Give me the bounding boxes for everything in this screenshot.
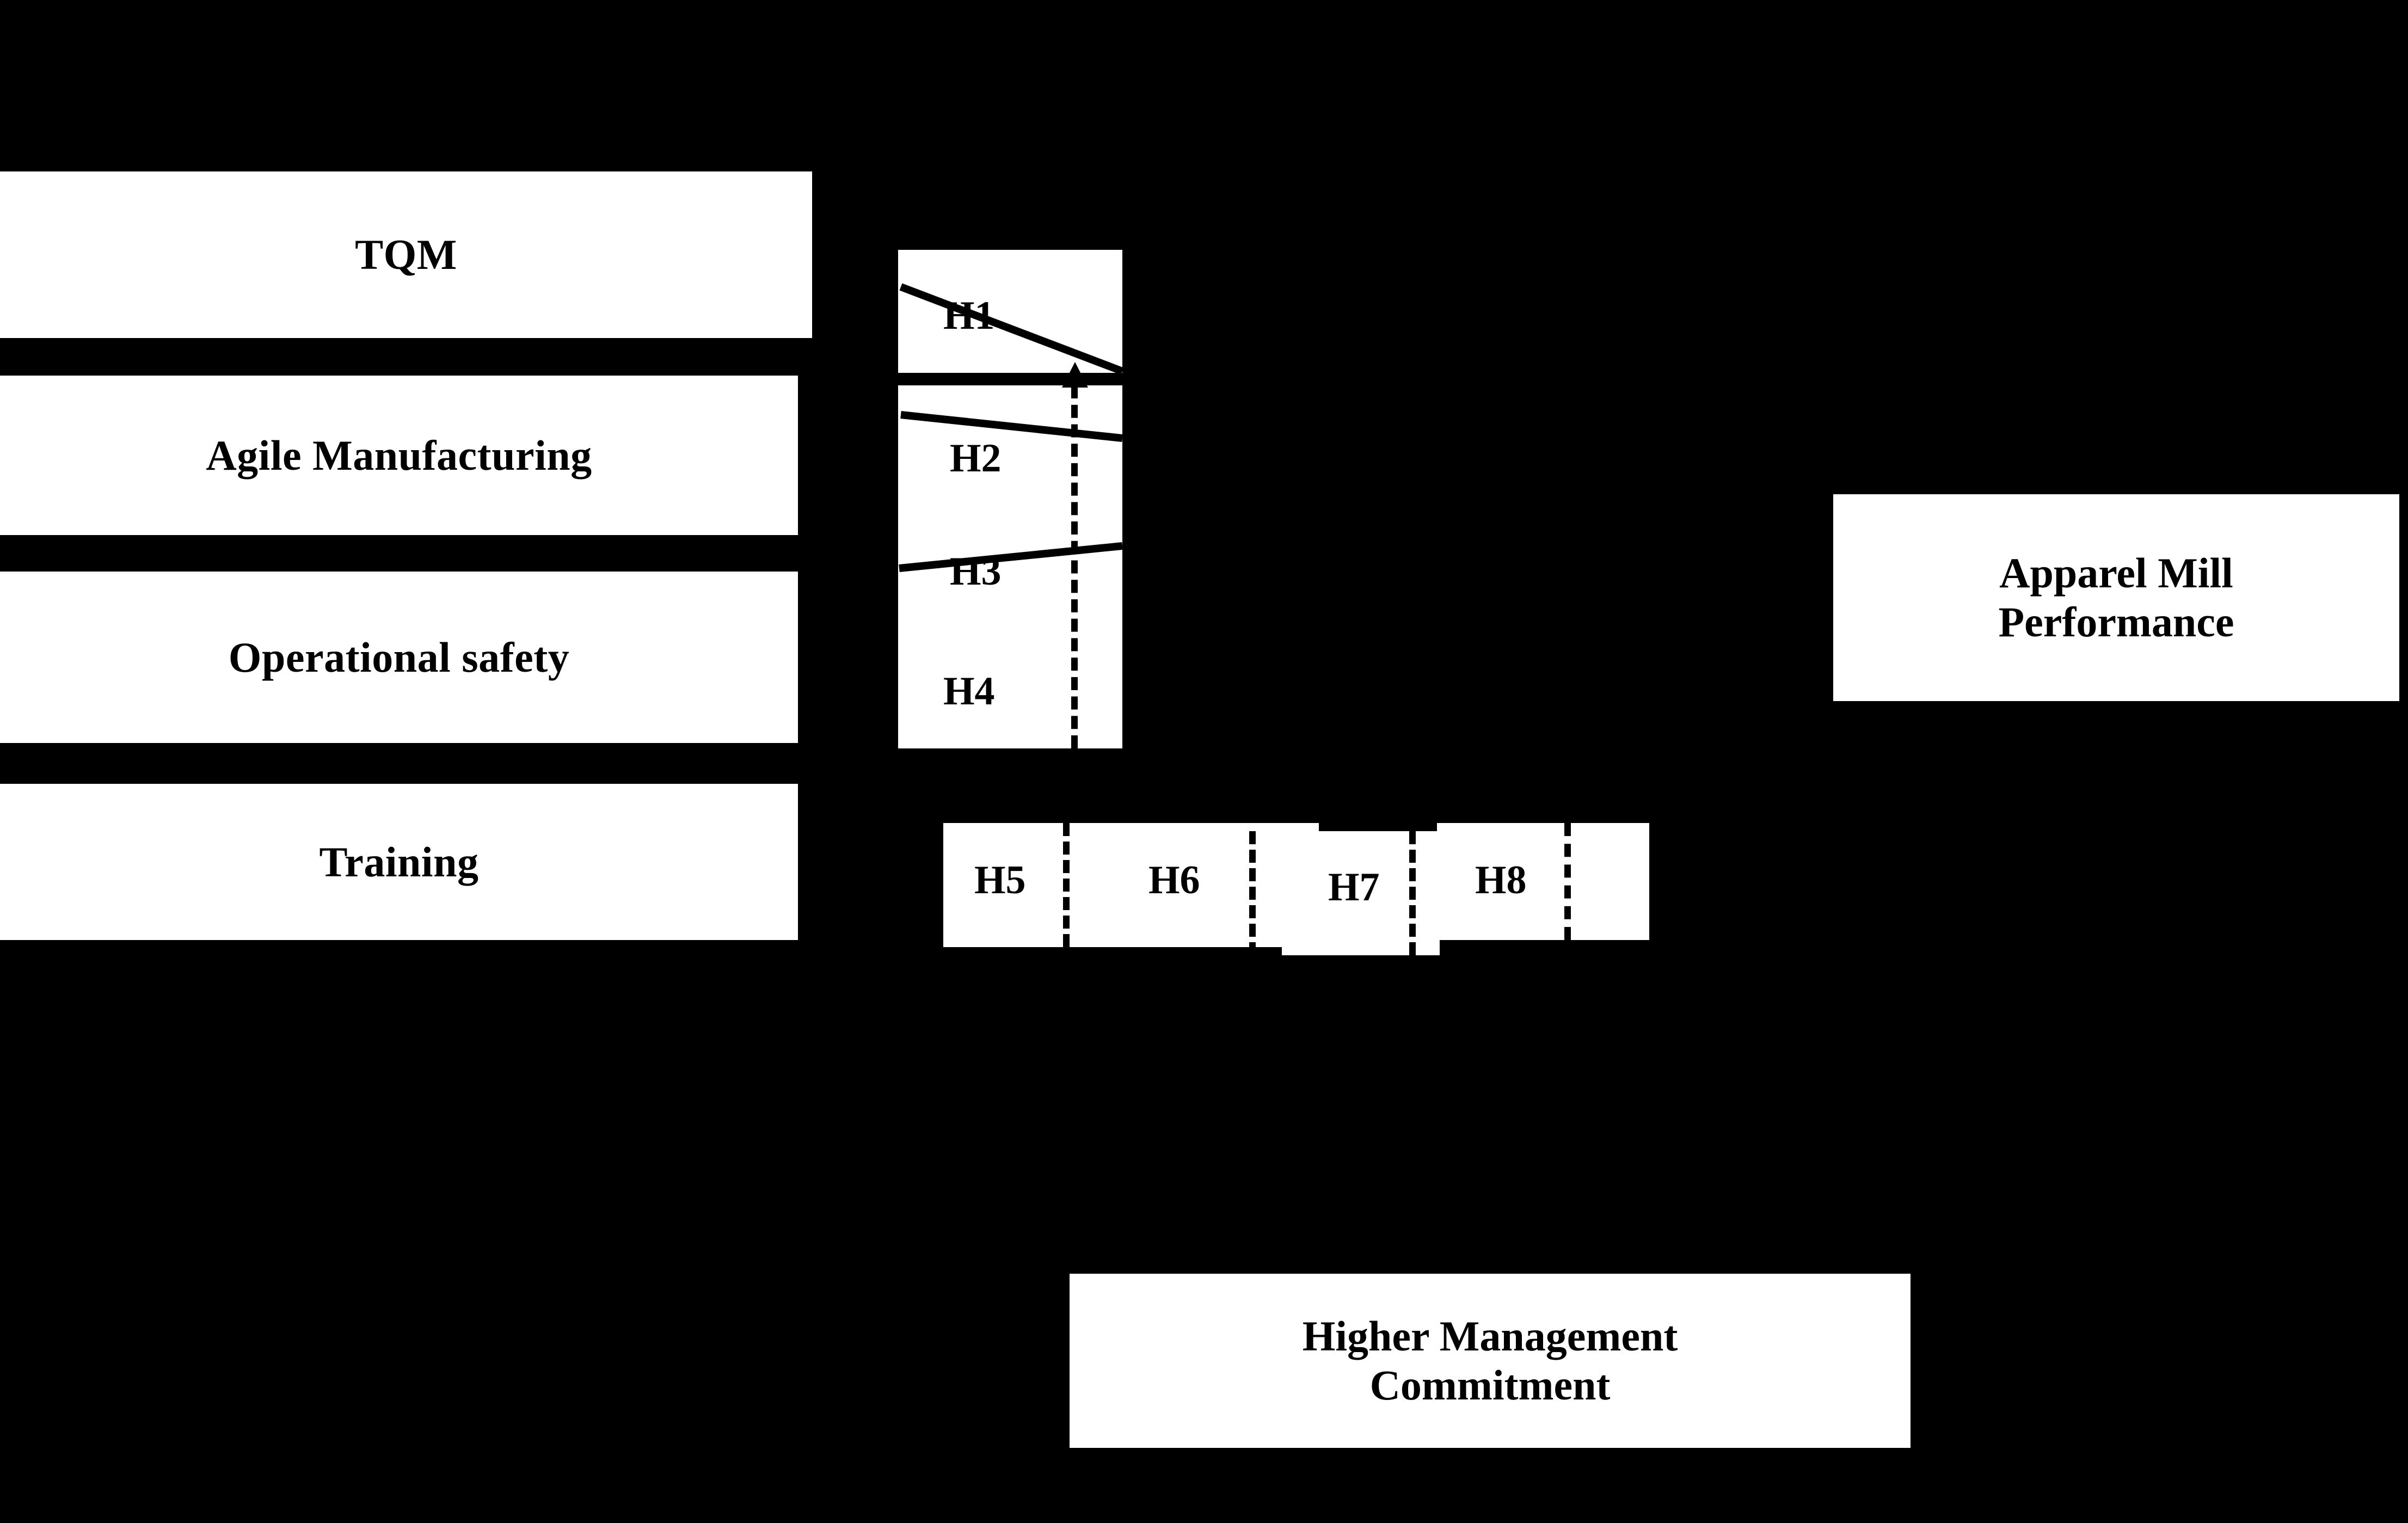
construct-box-operational-safety[interactable]: Operational safety xyxy=(0,572,798,743)
hypothesis-plate-h2-h3-h4 xyxy=(898,385,1122,748)
hypothesis-label-h3: H3 xyxy=(950,549,1002,594)
hypothesis-plate-h1 xyxy=(898,250,1122,373)
hypothesis-label-h8: H8 xyxy=(1475,858,1527,902)
hypothesis-label-h4: H4 xyxy=(943,669,995,714)
outcome-label-line2: Performance xyxy=(1998,598,2234,646)
hypothesis-label-h6: H6 xyxy=(1148,858,1200,902)
moderation-dash-h6 xyxy=(1249,831,1256,955)
hypothesis-label-h2: H2 xyxy=(950,436,1002,481)
outcome-box-apparel-mill-performance[interactable]: Apparel Mill Performance xyxy=(1833,494,2399,701)
moderation-dash-h8 xyxy=(1564,823,1571,940)
hypothesis-label-h5: H5 xyxy=(974,858,1026,902)
construct-label-tqm: TQM xyxy=(355,231,457,279)
construct-box-agile-manufacturing[interactable]: Agile Manufacturing xyxy=(0,376,798,535)
moderator-box-higher-management-commitment[interactable]: Higher Management Commitment xyxy=(1070,1274,1911,1448)
construct-box-tqm[interactable]: TQM xyxy=(0,171,812,338)
hypothesis-plate-h5-h6 xyxy=(943,823,1319,947)
moderation-dash-h7 xyxy=(1409,831,1416,955)
hypothesis-plate-h8 xyxy=(1437,823,1649,940)
outcome-label-line1: Apparel Mill xyxy=(1999,549,2233,597)
hypothesis-label-h7: H7 xyxy=(1328,865,1380,910)
construct-label-training: Training xyxy=(319,838,479,886)
moderator-label-line2: Commitment xyxy=(1369,1361,1611,1409)
moderator-label-line1: Higher Management xyxy=(1302,1312,1678,1360)
construct-box-training[interactable]: Training xyxy=(0,784,798,940)
construct-label-agile-manufacturing: Agile Manufacturing xyxy=(206,431,592,479)
construct-label-operational-safety: Operational safety xyxy=(228,633,570,681)
hypothesis-label-h1: H1 xyxy=(943,293,995,338)
moderation-dash-h1-h4 xyxy=(1071,385,1078,748)
moderation-dash-h5 xyxy=(1063,823,1070,947)
